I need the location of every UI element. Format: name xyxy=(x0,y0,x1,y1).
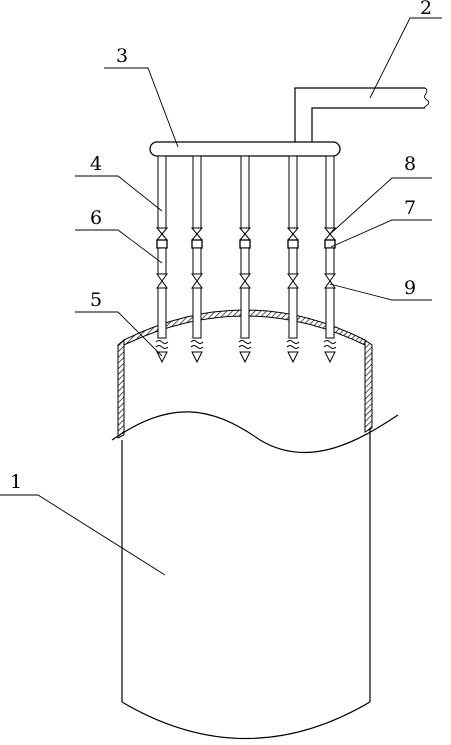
branch-3-upper-pipe xyxy=(240,155,250,229)
branch-4-valve-lower xyxy=(287,273,299,289)
branch-2-nozzle xyxy=(191,351,203,364)
branch-2-valve-upper xyxy=(190,227,204,241)
branch-4-break-mark xyxy=(286,340,300,349)
branch-2-valve-lower xyxy=(191,273,203,289)
branch-5-break-mark xyxy=(323,340,337,349)
branch-1-fitting xyxy=(156,239,168,249)
branch-3-break-mark xyxy=(238,340,252,349)
branch-pipes xyxy=(155,155,337,364)
branch-1-valve-lower xyxy=(156,273,168,289)
header-manifold xyxy=(149,141,341,157)
callout-8: 8 xyxy=(404,153,416,175)
tank-body xyxy=(111,309,399,739)
branch-2-upper-pipe xyxy=(192,155,202,229)
branch-4-middle-pipe xyxy=(288,247,298,275)
branch-3-middle-pipe xyxy=(240,247,250,275)
branch-3-nozzle xyxy=(239,351,251,364)
callout-9: 9 xyxy=(404,277,416,299)
branch-3-valve-upper xyxy=(238,227,252,241)
branch-4-lower-pipe xyxy=(288,287,298,339)
branch-5-middle-pipe xyxy=(325,247,335,275)
callout-7: 7 xyxy=(404,197,416,219)
branch-4-nozzle xyxy=(287,351,299,364)
branch-4-valve-upper xyxy=(286,227,300,241)
branch-5-lower-pipe xyxy=(325,287,335,339)
callout-1: 1 xyxy=(10,471,22,493)
branch-1-upper-pipe xyxy=(157,155,167,229)
callout-3: 3 xyxy=(116,45,128,67)
branch-1-valve-upper xyxy=(155,227,169,241)
branch-3-valve-lower xyxy=(239,273,251,289)
leader-lines xyxy=(0,17,442,576)
branch-1-nozzle xyxy=(156,351,168,364)
callout-4: 4 xyxy=(90,153,102,175)
branch-5-nozzle xyxy=(324,351,336,364)
branch-4-fitting xyxy=(287,239,299,249)
callout-labels: 1 2 3 4 5 6 7 8 9 xyxy=(10,0,432,493)
branch-2-fitting xyxy=(191,239,203,249)
branch-1-lower-pipe xyxy=(157,287,167,339)
branch-4-upper-pipe xyxy=(288,155,298,229)
callout-6: 6 xyxy=(90,207,102,229)
branch-2-middle-pipe xyxy=(192,247,202,275)
inlet-pipe xyxy=(294,87,430,143)
branch-5-valve-lower xyxy=(324,273,336,289)
branch-2-lower-pipe xyxy=(192,287,202,339)
branch-5-upper-pipe xyxy=(325,155,335,229)
branch-2-break-mark xyxy=(190,340,204,349)
branch-1-break-mark xyxy=(155,340,169,349)
branch-3-fitting xyxy=(239,239,251,249)
callout-2: 2 xyxy=(420,0,432,19)
branch-3-lower-pipe xyxy=(240,287,250,339)
callout-5: 5 xyxy=(90,289,102,311)
branch-5-fitting xyxy=(324,239,336,249)
